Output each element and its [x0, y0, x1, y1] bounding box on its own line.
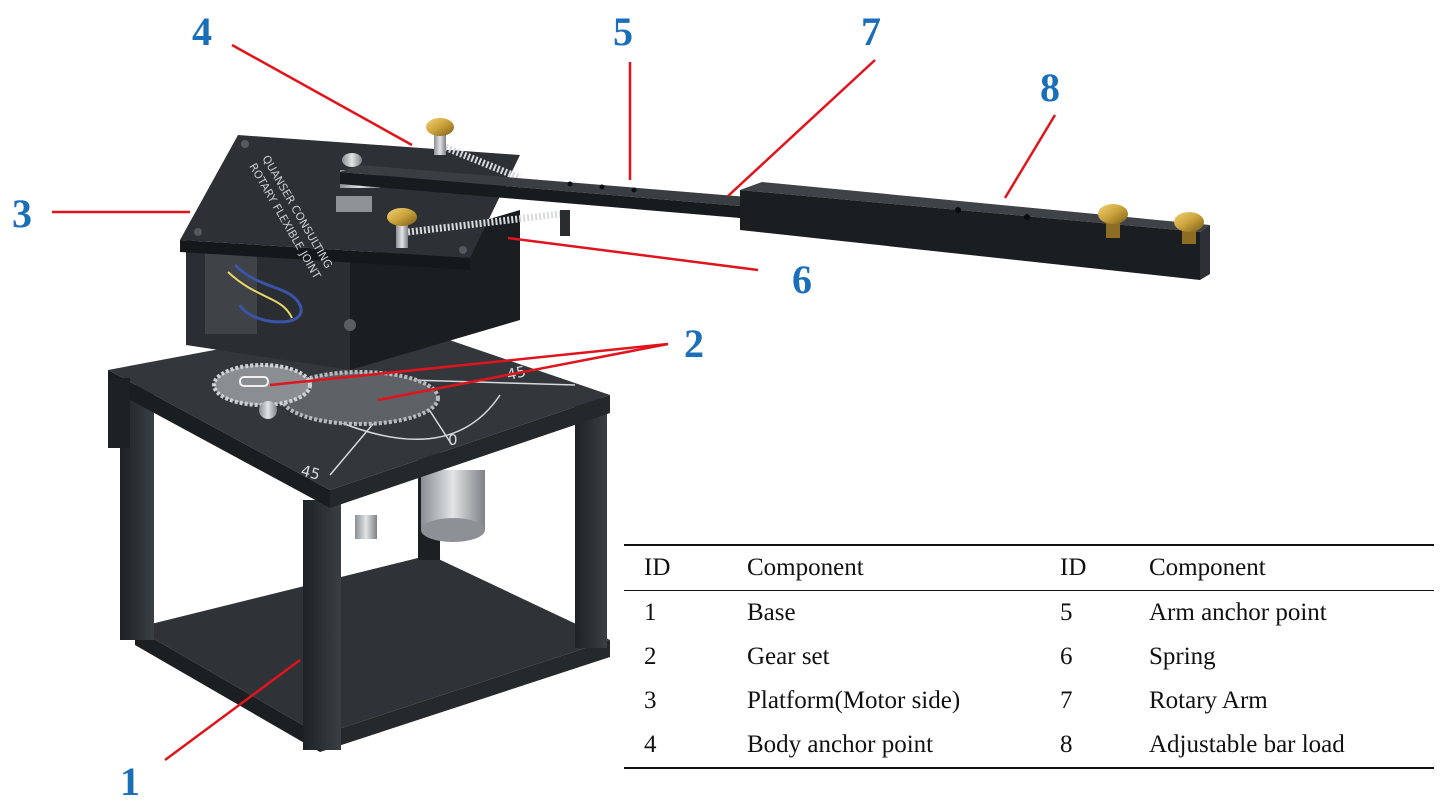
bar-knob-2-head	[1174, 212, 1204, 232]
table-row: 1 Base 5 Arm anchor point	[624, 591, 1434, 636]
body-window	[205, 252, 257, 334]
table-header-id-2: ID	[1060, 554, 1087, 581]
table-cell: 6	[1060, 643, 1073, 670]
base-bottom-plate-edge	[135, 628, 320, 752]
encoder-shaft	[355, 515, 377, 539]
component-table: ID Component ID Component 1 Base 5 Arm a…	[624, 544, 1434, 769]
bar-hole-1	[955, 207, 961, 213]
dial-label-left: 45	[299, 461, 322, 483]
bar-load-face	[740, 190, 1200, 280]
table-cell: 7	[1060, 687, 1073, 714]
base-side-bracket	[108, 378, 130, 448]
table-cell: Gear set	[747, 643, 830, 670]
table-cell: 2	[644, 643, 657, 670]
lower-anchor-knob	[387, 208, 417, 248]
table-cell: Body anchor point	[747, 731, 934, 758]
dial-label-zero: 0	[448, 431, 458, 449]
leader-line-1	[164, 658, 301, 762]
table-cell: Rotary Arm	[1149, 687, 1268, 714]
arm-pivot-base	[336, 196, 372, 212]
motor-cylinder-bottom	[421, 518, 485, 542]
table-header-component-2: Component	[1149, 554, 1266, 581]
table-cell: Arm anchor point	[1149, 599, 1327, 626]
callout-label-7: 7	[861, 9, 881, 54]
callout-label-1: 1	[120, 759, 140, 804]
table-cell: 3	[644, 687, 657, 714]
springs	[407, 142, 570, 236]
bar-load-top	[740, 182, 1210, 232]
base-top-plate-edge-left	[108, 370, 330, 508]
base-top-plate-edge-right	[330, 395, 610, 508]
base-bottom-plate	[135, 555, 610, 735]
callout-label-8: 8	[1040, 65, 1060, 110]
leader-line-4	[231, 43, 413, 147]
gear-set	[212, 363, 440, 426]
table-cell: Spring	[1149, 643, 1216, 670]
spring-lower	[407, 210, 561, 236]
bar-load-end	[1200, 225, 1210, 280]
arm-hole-1	[567, 181, 573, 187]
bar-knob-1-stem	[1106, 222, 1120, 238]
rotary-arm	[340, 165, 760, 218]
platform-body: QUANSER CONSULTING ROTARY FLEXIBLE JOINT	[180, 135, 520, 370]
leader-line-7	[727, 59, 876, 197]
leader-line-2a	[269, 342, 669, 387]
table-cell: Base	[747, 599, 796, 626]
table-cell: Platform(Motor side)	[747, 687, 961, 714]
arm-pivot-hub	[342, 153, 362, 167]
lower-anchor-knob-head	[387, 208, 417, 226]
motor-wires-2	[227, 271, 293, 319]
adjustable-bar-load	[740, 182, 1210, 280]
spring-post	[560, 210, 570, 236]
table-cell: 1	[644, 599, 657, 626]
table-row: 4 Body anchor point 8 Adjustable bar loa…	[624, 723, 1434, 768]
table-row: 3 Platform(Motor side) 7 Rotary Arm	[624, 679, 1434, 723]
table-cell: Adjustable bar load	[1149, 731, 1345, 758]
platform-top-edge	[180, 240, 470, 270]
table-cell: 5	[1060, 599, 1073, 626]
platform-corner-screw-3	[241, 140, 249, 148]
rotary-arm-top	[340, 165, 760, 206]
callout-label-4: 4	[192, 9, 212, 54]
table-header-component-1: Component	[747, 554, 864, 581]
bar-hole-2	[1024, 214, 1030, 220]
arm-hole-3	[631, 187, 637, 193]
body-screw	[344, 319, 356, 331]
base-frame	[108, 318, 610, 752]
gear-nut	[259, 401, 277, 419]
callout-label-6: 6	[792, 257, 812, 302]
platform-corner-screw-1	[194, 228, 202, 236]
leader-line-2b	[377, 342, 669, 402]
motor-wires	[233, 263, 303, 324]
leader-line-8	[1003, 114, 1057, 199]
base-leg-front-right	[575, 398, 607, 648]
table-cell: 4	[644, 731, 657, 758]
table-header-id-1: ID	[644, 554, 671, 581]
large-gear	[280, 370, 440, 426]
callout-label-5: 5	[613, 9, 633, 54]
table-cell: 8	[1060, 731, 1073, 758]
base-leg-front	[303, 500, 341, 750]
platform-corner-screw-2	[459, 246, 467, 254]
table-row: 2 Gear set 6 Spring	[624, 635, 1434, 679]
bar-knob-1-head	[1098, 204, 1128, 224]
callout-label-2: 2	[684, 321, 704, 366]
callout-label-3: 3	[12, 191, 32, 236]
rotary-arm-face	[340, 172, 740, 218]
dial-arc	[329, 394, 501, 441]
table-header-row: ID Component ID Component	[624, 545, 1434, 591]
base-bottom-plate-edge-right	[320, 640, 610, 752]
gear-clip	[239, 376, 269, 387]
bar-knob-2-stem	[1182, 230, 1196, 244]
body-anchor-knob	[426, 118, 454, 155]
arm-hole-2	[599, 184, 605, 190]
dial-line-right	[409, 379, 576, 386]
leader-line-6	[507, 236, 759, 272]
body-anchor-knob-stem	[434, 133, 446, 155]
body-anchor-knob-head	[426, 118, 454, 136]
lower-anchor-knob-stem	[396, 222, 408, 248]
leader-lines	[52, 43, 1057, 762]
